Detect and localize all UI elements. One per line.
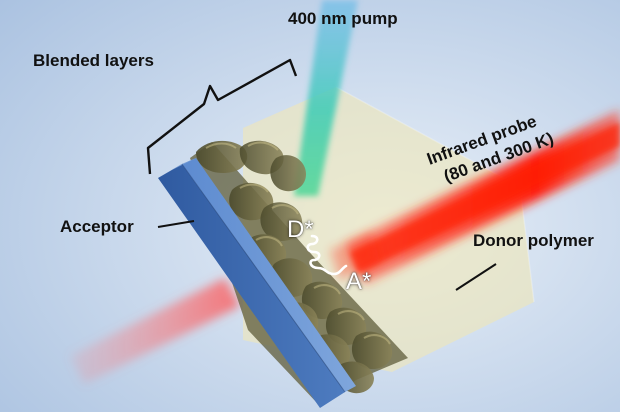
acceptor-layer (158, 158, 356, 408)
blend-domain (229, 182, 274, 221)
donor-polymer-label: Donor polymer (473, 231, 594, 250)
donor-pointer (455, 263, 497, 291)
acceptor-excited-label: A* (346, 268, 372, 295)
blended-layers-bracket (146, 58, 298, 175)
acceptor-label: Acceptor (60, 217, 134, 236)
blend-highlight (313, 284, 341, 295)
acceptor-edge (181, 163, 346, 393)
blend-domain (270, 155, 306, 192)
probe-beam-core (350, 122, 620, 274)
blend-domain (351, 331, 393, 370)
energy-transfer-wave (306, 234, 348, 276)
blend-highlight (247, 141, 279, 151)
acceptor-front-face (158, 164, 345, 408)
pump-beam (294, 0, 358, 196)
blend-domain (196, 140, 248, 174)
blend-highlight (337, 310, 365, 321)
blend-domain (260, 202, 303, 242)
probe-beam-transmitted (70, 278, 240, 384)
acceptor-pointer (157, 220, 195, 228)
blend-highlight (363, 334, 391, 345)
blended-layers-label: Blended layers (33, 51, 154, 70)
blend-highlight (205, 142, 237, 149)
donor-excited-label: D* (287, 216, 314, 243)
pump-label: 400 nm pump (288, 9, 398, 28)
blend-highlight (271, 204, 299, 215)
blend-highlight (255, 236, 283, 247)
blend-highlight (239, 183, 269, 193)
acceptor-side-face (182, 158, 356, 392)
